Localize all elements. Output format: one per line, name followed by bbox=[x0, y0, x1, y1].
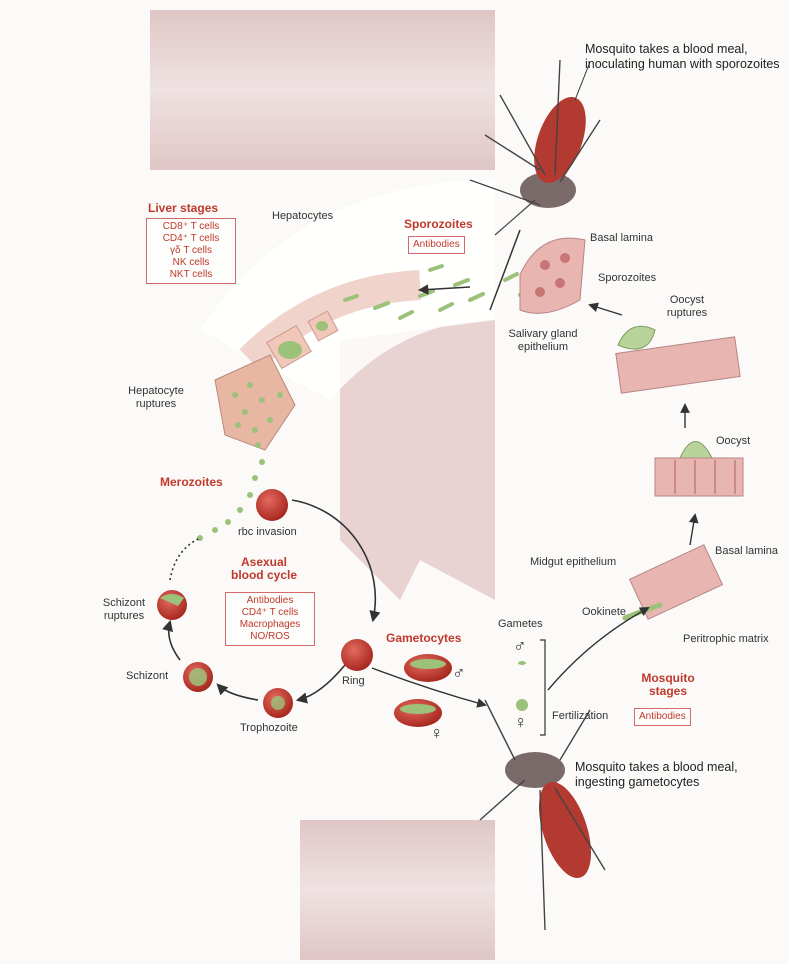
male-gametocyte-center bbox=[410, 659, 446, 669]
asexual-cycle-arc-bottom-left bbox=[218, 685, 258, 700]
hepatocyte-ruptures-label: Hepatocyte ruptures bbox=[120, 385, 192, 411]
asexual-cycle-box: Antibodies CD4⁺ T cells Macrophages NO/R… bbox=[225, 592, 315, 646]
female-gametocyte-center bbox=[400, 704, 436, 714]
sporozoites-title: Sporozoites bbox=[404, 218, 473, 231]
sporozoites-antibodies: Antibodies bbox=[413, 239, 460, 251]
salivary-gland-label: Salivary gland epithelium bbox=[500, 328, 586, 354]
midgut-epithelium-label: Midgut epithelium bbox=[530, 556, 616, 569]
trophozoite-parasite bbox=[271, 696, 285, 710]
sporozoites-box: Antibodies bbox=[408, 236, 465, 254]
skin-tissue-top bbox=[150, 10, 495, 170]
oocyst-ruptures-label: Oocyst ruptures bbox=[658, 294, 716, 320]
hepatocytes-label: Hepatocytes bbox=[272, 210, 333, 223]
gamete-male-symbol: ♂ bbox=[513, 637, 527, 655]
schizont-label: Schizont bbox=[126, 670, 168, 683]
liver-immune-item: γδ T cells bbox=[151, 245, 231, 257]
midgut-epithelium bbox=[630, 545, 723, 620]
fertilization-label: Fertilization bbox=[552, 710, 608, 723]
top-mosquito-caption: Mosquito takes a blood meal, inoculating… bbox=[585, 42, 785, 72]
midgut-wall-oocyst bbox=[655, 458, 743, 496]
mosquito-stages-title: Mosquito stages bbox=[632, 672, 704, 698]
ookinete-label: Ookinete bbox=[582, 606, 626, 619]
asexual-cycle-arc-left-up bbox=[170, 538, 200, 580]
male-symbol: ♂ bbox=[452, 664, 466, 682]
liver-stages-title: Liver stages bbox=[148, 202, 218, 215]
liver-stages-box: CD8⁺ T cells CD4⁺ T cells γδ T cells NK … bbox=[146, 218, 236, 284]
liver-immune-item: NK cells bbox=[151, 257, 231, 269]
liver-immune-item: CD4⁺ T cells bbox=[151, 233, 231, 245]
asexual-immune-item: CD4⁺ T cells bbox=[230, 607, 310, 619]
fertilization-bracket bbox=[540, 640, 545, 735]
asexual-cycle-arc-bottom-right bbox=[298, 665, 345, 700]
skin-tissue-bottom bbox=[300, 820, 495, 960]
salivary-gland bbox=[520, 238, 585, 313]
rbc-invasion-label: rbc invasion bbox=[238, 526, 297, 539]
female-gamete bbox=[516, 699, 528, 711]
asexual-immune-item: Macrophages bbox=[230, 619, 310, 631]
ruptured-oocyst bbox=[618, 326, 655, 349]
mosquito-antibodies: Antibodies bbox=[639, 711, 686, 723]
asexual-cycle-title: Asexual blood cycle bbox=[228, 556, 300, 582]
hepatocyte-parasite bbox=[278, 341, 302, 359]
asexual-immune-item: Antibodies bbox=[230, 595, 310, 607]
hepatocyte-parasite bbox=[316, 321, 328, 331]
asexual-immune-item: NO/ROS bbox=[230, 631, 310, 643]
ring-label: Ring bbox=[342, 675, 365, 688]
schizont-parasite bbox=[189, 668, 207, 686]
gametocytes-title: Gametocytes bbox=[386, 632, 461, 645]
merozoites-title: Merozoites bbox=[160, 476, 223, 489]
basal-lamina-top-label: Basal lamina bbox=[590, 232, 653, 245]
basal-lamina-mid-label: Basal lamina bbox=[715, 545, 778, 558]
ring-cell bbox=[341, 639, 373, 671]
asexual-cycle-arc-left bbox=[169, 622, 180, 660]
peritrophic-matrix-label: Peritrophic matrix bbox=[683, 633, 769, 646]
female-symbol: ♀ bbox=[430, 724, 444, 742]
mosquito-stages-box: Antibodies bbox=[634, 708, 691, 726]
schizont-ruptures-label: Schizont ruptures bbox=[92, 597, 156, 623]
arrow-up-2 bbox=[690, 515, 695, 545]
gametes-label: Gametes bbox=[498, 618, 543, 631]
liver-immune-item: CD8⁺ T cells bbox=[151, 221, 231, 233]
bottom-mosquito-caption: Mosquito takes a blood meal, ingesting g… bbox=[575, 760, 780, 790]
oocyst bbox=[680, 442, 712, 459]
arrow-sporozoite-to-gland bbox=[590, 305, 622, 315]
oocyst-label: Oocyst bbox=[716, 435, 750, 448]
sporozoites-mosquito-label: Sporozoites bbox=[598, 272, 656, 285]
liver-immune-item: NKT cells bbox=[151, 269, 231, 281]
gamete-female-symbol: ♀ bbox=[514, 713, 528, 731]
male-gamete bbox=[518, 661, 526, 665]
rbc-invasion-cell bbox=[256, 489, 288, 521]
trophozoite-label: Trophozoite bbox=[240, 722, 298, 735]
